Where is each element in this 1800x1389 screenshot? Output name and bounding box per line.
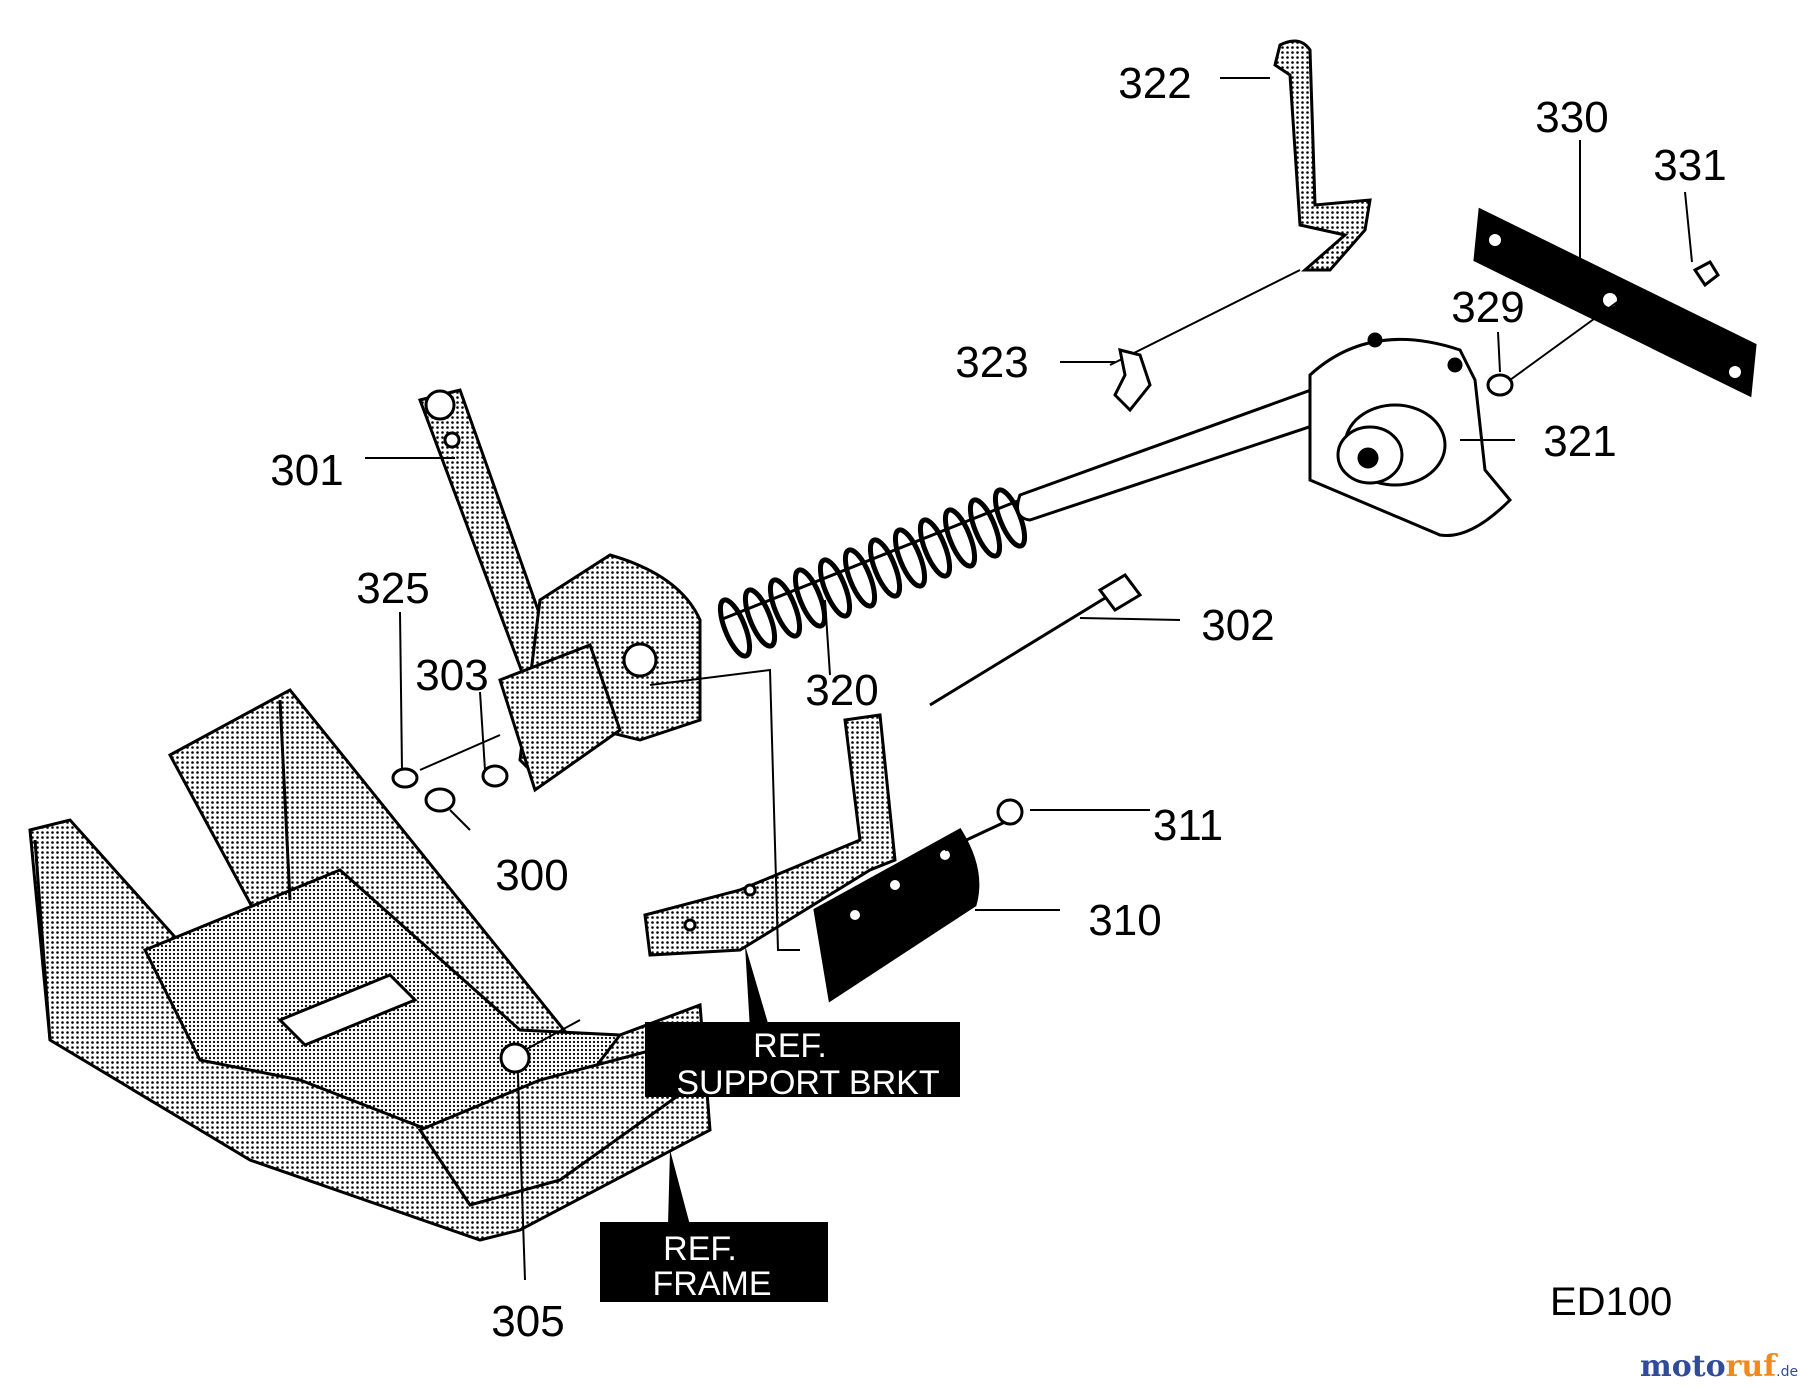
watermark-part1: moto xyxy=(1640,1349,1726,1384)
callout-310: 310 xyxy=(1088,896,1161,945)
callout-325: 325 xyxy=(356,564,429,613)
motor-bracket-part xyxy=(1308,332,1513,538)
callout-302: 302 xyxy=(1201,601,1274,650)
ref-frame-line1: REF. xyxy=(663,1230,737,1268)
ref-frame-arrow xyxy=(668,1150,690,1225)
support-bracket-part xyxy=(643,573,1143,957)
callout-320: 320 xyxy=(805,666,878,715)
callout-300: 300 xyxy=(495,851,568,900)
callout-330: 330 xyxy=(1535,93,1608,142)
watermark-part2: ruf xyxy=(1726,1349,1779,1384)
watermark-suffix: .de xyxy=(1776,1364,1798,1380)
callout-322: 322 xyxy=(1118,59,1191,108)
svg-text:motoruf.de: motoruf.de xyxy=(1640,1349,1798,1384)
callout-301: 301 xyxy=(270,446,343,495)
callout-329: 329 xyxy=(1451,283,1524,332)
ref-support-label: REF. SUPPORT BRKT xyxy=(645,1022,960,1102)
watermark-logo: motoruf.de xyxy=(1640,1349,1798,1384)
ref-support-line1: REF. xyxy=(753,1027,827,1065)
leader-lines xyxy=(365,77,1693,1281)
spring-part xyxy=(717,487,1028,659)
hook-part xyxy=(1109,39,1372,413)
hardware-parts xyxy=(391,260,1720,1074)
callout-303: 303 xyxy=(415,651,488,700)
ref-support-arrow xyxy=(745,945,770,1030)
callout-323: 323 xyxy=(955,338,1028,387)
diagram-code: ED100 xyxy=(1550,1280,1672,1324)
ref-frame-line2: FRAME xyxy=(653,1265,772,1303)
callout-321: 321 xyxy=(1543,417,1616,466)
pivot-bracket-part xyxy=(498,553,702,793)
lever-part xyxy=(418,388,572,723)
callout-305: 305 xyxy=(491,1297,564,1346)
ref-frame-label: REF. FRAME xyxy=(600,1222,828,1303)
plate-part xyxy=(813,798,1024,1003)
callout-331: 331 xyxy=(1653,141,1726,190)
ref-support-line2: SUPPORT BRKT xyxy=(676,1064,939,1102)
callout-311: 311 xyxy=(1153,801,1223,850)
frame-part xyxy=(28,688,712,1242)
